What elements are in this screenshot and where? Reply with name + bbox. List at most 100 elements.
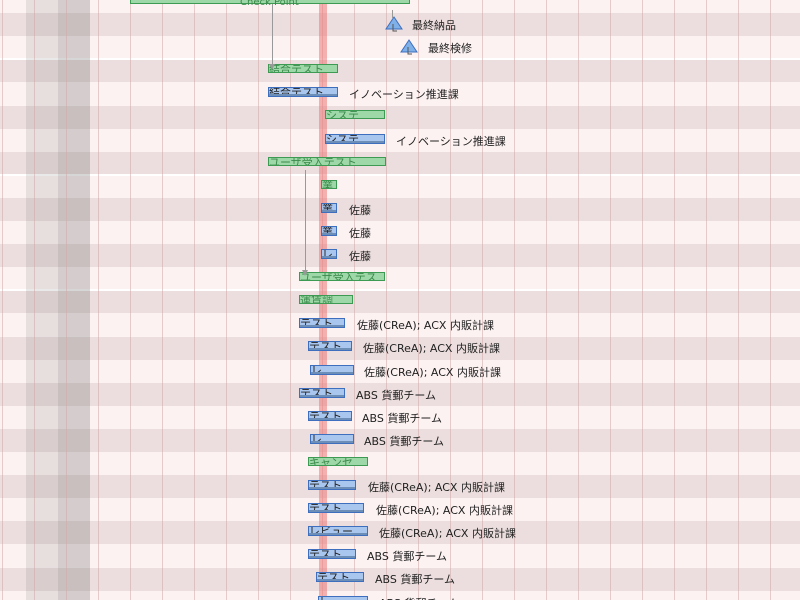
grid-line: [290, 0, 291, 600]
resource-label: ABS 貨郵チーム: [364, 434, 445, 448]
milestone-icon[interactable]: [400, 39, 418, 55]
grid-line: [130, 0, 131, 600]
grid-line: [546, 0, 547, 600]
weekend-shading: [26, 0, 90, 600]
grid-row: [0, 105, 800, 129]
milestone-label: 最終納品: [412, 19, 456, 32]
grid-row: [0, 428, 800, 452]
task-bar[interactable]: テスト: [308, 480, 356, 490]
grid-row: [0, 521, 800, 545]
resource-label: イノベーション推進課: [349, 88, 459, 102]
resource-label: 佐藤: [349, 203, 371, 217]
grid-line: [514, 0, 515, 600]
grid-line: [610, 0, 611, 600]
grid-line: [98, 0, 99, 600]
resource-label: ABS 貨郵チーム: [379, 595, 459, 600]
task-bar[interactable]: テスト: [308, 503, 364, 514]
grid-row: [0, 452, 800, 475]
summary-bar[interactable]: キャンセ: [308, 456, 368, 466]
grid-line: [450, 0, 451, 600]
grid-line: [578, 0, 579, 600]
grid-row: [0, 382, 800, 406]
grid-row: [0, 313, 800, 337]
resource-label: 佐藤(CReA); ACX 内販計課: [376, 504, 513, 518]
grid-row: [0, 544, 800, 568]
task-bar[interactable]: レビュー: [308, 526, 368, 537]
task-bar[interactable]: テスト: [308, 341, 352, 352]
grid-row: [0, 59, 800, 83]
grid-line: [2, 0, 3, 600]
summary-bar[interactable]: 結合テスト: [268, 64, 338, 74]
grid-line: [482, 0, 483, 600]
milestone-icon[interactable]: [385, 16, 403, 32]
grid-row: [0, 82, 800, 106]
summary-bar[interactable]: ユーザ受入テスト: [268, 156, 386, 166]
resource-label: 佐藤: [349, 250, 371, 263]
resource-label: 佐藤(CReA); ACX 内販計課: [357, 319, 494, 333]
task-bar[interactable]: テスト: [308, 410, 352, 421]
grid-row: [0, 151, 800, 175]
task-bar[interactable]: 結合テスト: [268, 87, 338, 98]
grid-line: [770, 0, 771, 600]
grid-line: [418, 0, 419, 600]
grid-line: [66, 0, 67, 600]
grid-row: [0, 567, 800, 591]
dependency-link: [272, 0, 273, 64]
grid-line: [738, 0, 739, 600]
grid-row: [0, 244, 800, 268]
grid-line: [34, 0, 35, 600]
summary-bar[interactable]: 運賃調: [299, 295, 353, 305]
grid-row: [0, 13, 800, 37]
grid-row: [0, 36, 800, 60]
resource-label: ABS 貨郵チーム: [367, 550, 448, 564]
summary-bar[interactable]: 業: [321, 179, 337, 189]
grid-row: [0, 359, 800, 383]
grid-row: [0, 267, 800, 291]
grid-line: [194, 0, 195, 600]
grid-row: [0, 197, 800, 221]
resource-label: ABS 貨郵チーム: [362, 411, 443, 425]
resource-label: 佐藤(CReA); ACX 内販計課: [364, 365, 501, 379]
grid-row: [0, 174, 800, 198]
resource-label: 佐藤(CReA); ACX 内販計課: [379, 527, 516, 541]
resource-label: 佐藤(CReA); ACX 内販計課: [368, 481, 505, 494]
summary-bar[interactable]: システ: [325, 110, 385, 120]
grid-row: [0, 475, 800, 499]
grid-row: [0, 336, 800, 360]
task-bar[interactable]: テスト: [299, 318, 345, 329]
arrow-icon: [302, 270, 308, 276]
grid-line: [354, 0, 355, 600]
grid-line: [674, 0, 675, 600]
task-bar[interactable]: テスト: [308, 549, 356, 560]
resource-label: 佐藤(CReA); ACX 内販計課: [363, 342, 500, 356]
grid-line: [258, 0, 259, 600]
grid-row: [0, 290, 800, 314]
checkpoint-bar[interactable]: [130, 0, 410, 4]
resource-label: ABS 貨郵チーム: [375, 573, 456, 587]
task-bar[interactable]: レ: [310, 364, 354, 375]
grid-row: [0, 128, 800, 152]
resource-label: ABS 貨郵チーム: [356, 388, 437, 402]
task-bar[interactable]: テスト: [299, 387, 345, 398]
row-separator: [0, 173, 800, 176]
summary-bar[interactable]: ユーザ受入テス: [299, 272, 385, 282]
task-bar[interactable]: レ: [321, 249, 337, 259]
grid-row: [0, 590, 800, 600]
dependency-link: [305, 170, 306, 270]
grid-line: [706, 0, 707, 600]
row-separator: [0, 58, 800, 61]
resource-label: イノベーション推進課: [396, 134, 506, 148]
task-bar[interactable]: 業: [321, 202, 337, 213]
grid-line: [226, 0, 227, 600]
row-separator: [0, 289, 800, 292]
task-bar[interactable]: 業: [321, 225, 337, 236]
task-bar[interactable]: レ: [318, 595, 368, 600]
task-bar[interactable]: システ: [325, 133, 385, 144]
grid-line: [162, 0, 163, 600]
task-bar[interactable]: テスト: [316, 572, 364, 583]
task-bar[interactable]: レ: [310, 433, 354, 444]
dependency-link: [392, 10, 393, 18]
milestone-label: 最終検修: [428, 42, 472, 56]
grid-line: [642, 0, 643, 600]
